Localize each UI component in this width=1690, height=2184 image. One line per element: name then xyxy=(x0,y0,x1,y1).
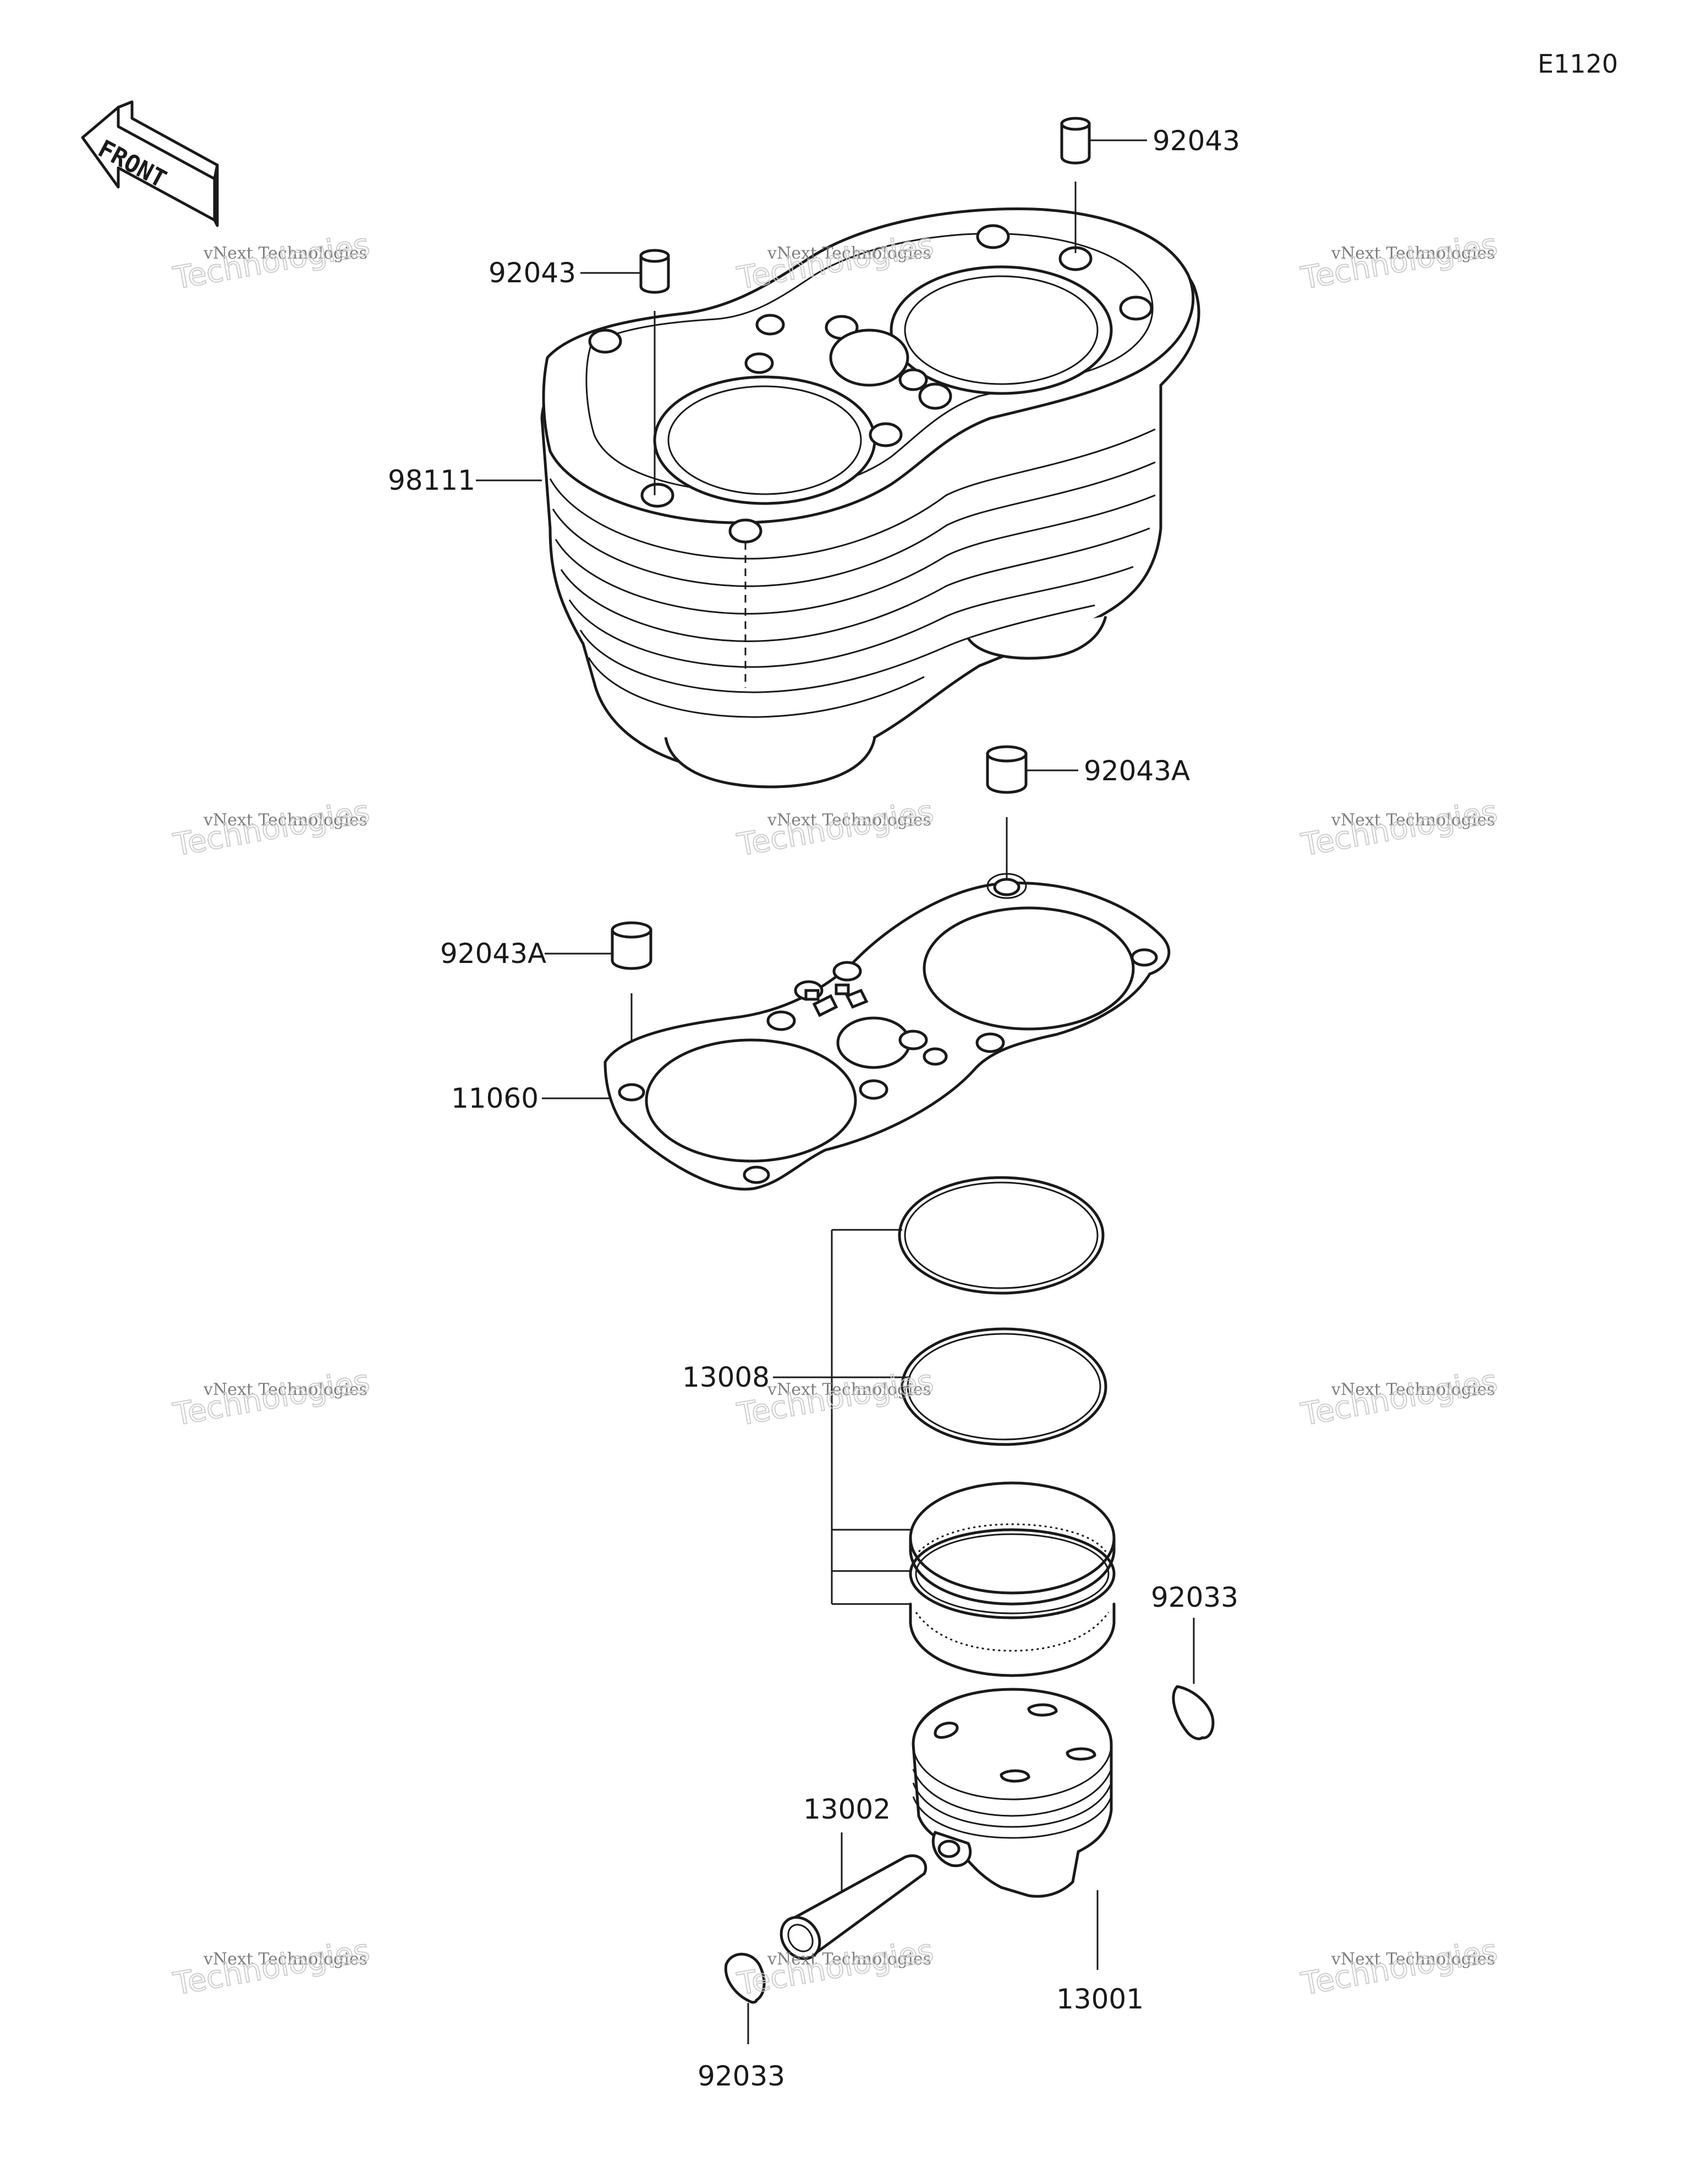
svg-text:Technologies: Technologies xyxy=(1298,227,1500,297)
part-label-92043-top-left: 92043 xyxy=(489,257,576,289)
svg-text:Technologies: Technologies xyxy=(734,1933,936,2002)
callout-92043A-right: 92043A xyxy=(1006,755,1190,886)
callout-92043A-left: 92043A xyxy=(440,938,633,1068)
watermark: vNext Technologies Technologies xyxy=(734,1932,937,2003)
svg-text:vNext Technologies: vNext Technologies xyxy=(767,811,931,830)
part-label-98111: 98111 xyxy=(388,464,475,496)
callout-11060: 11060 xyxy=(451,1082,611,1114)
callout-13002: 13002 xyxy=(803,1793,891,1893)
svg-text:Technologies: Technologies xyxy=(171,1363,372,1433)
dowel-pin-gasket-right[interactable] xyxy=(986,745,1028,794)
part-label-92043-top-right: 92043 xyxy=(1153,125,1240,157)
watermark: vNext Technologies Technologies xyxy=(1298,1362,1501,1433)
svg-text:vNext Technologies: vNext Technologies xyxy=(1331,1950,1495,1969)
svg-text:Technologies: Technologies xyxy=(171,793,372,863)
callout-13001: 13001 xyxy=(1056,1890,1144,2015)
svg-text:Technologies: Technologies xyxy=(1298,1933,1500,2002)
dowel-pin-top-right[interactable] xyxy=(1060,117,1091,165)
part-label-13001: 13001 xyxy=(1056,1983,1144,2015)
callout-13008: 13008 xyxy=(682,1229,910,1605)
svg-text:vNext Technologies: vNext Technologies xyxy=(203,811,367,830)
watermark: vNext Technologies Technologies xyxy=(170,793,373,864)
watermark: vNext Technologies Technologies xyxy=(1298,793,1501,864)
part-label-92043A-right: 92043A xyxy=(1084,755,1190,787)
part-label-13002: 13002 xyxy=(803,1793,891,1825)
watermark: vNext Technologies Technologies xyxy=(170,1362,373,1433)
front-label: FRONT xyxy=(94,135,171,194)
circlip-bottom[interactable] xyxy=(724,1952,766,2004)
piston-rings[interactable] xyxy=(898,1176,1116,1677)
piston[interactable] xyxy=(912,1688,1113,1898)
callout-92043-top-right: 92043 xyxy=(1074,125,1240,253)
svg-text:vNext Technologies: vNext Technologies xyxy=(767,1380,931,1399)
part-label-92043A-left: 92043A xyxy=(440,938,546,970)
front-arrow-icon: FRONT xyxy=(81,100,219,227)
callout-92033-right: 92033 xyxy=(1151,1581,1238,1684)
watermark: vNext Technologies Technologies xyxy=(1298,1932,1501,2003)
svg-text:vNext Technologies: vNext Technologies xyxy=(767,244,931,263)
svg-text:vNext Technologies: vNext Technologies xyxy=(203,1950,367,1969)
svg-text:vNext Technologies: vNext Technologies xyxy=(203,244,367,263)
part-label-92033-right: 92033 xyxy=(1151,1581,1238,1613)
cylinder-block[interactable] xyxy=(540,207,1200,789)
svg-text:vNext Technologies: vNext Technologies xyxy=(767,1950,931,1969)
callout-92033-bottom: 92033 xyxy=(698,2003,785,2092)
cylinder-gasket[interactable] xyxy=(603,873,1171,1191)
watermark: vNext Technologies Technologies xyxy=(734,793,937,864)
part-label-92033-bottom: 92033 xyxy=(698,2060,785,2092)
watermark: vNext Technologies Technologies xyxy=(170,226,373,297)
svg-text:Technologies: Technologies xyxy=(1298,1363,1500,1433)
svg-text:vNext Technologies: vNext Technologies xyxy=(203,1380,367,1399)
svg-text:vNext Technologies: vNext Technologies xyxy=(1331,1380,1495,1399)
svg-text:Technologies: Technologies xyxy=(734,793,936,863)
part-label-11060: 11060 xyxy=(451,1082,539,1114)
svg-text:Technologies: Technologies xyxy=(171,1933,372,2002)
diagram-code: E1120 xyxy=(1538,49,1618,79)
dowel-pin-top-left[interactable] xyxy=(639,249,670,294)
svg-text:vNext Technologies: vNext Technologies xyxy=(1331,811,1495,830)
callout-98111: 98111 xyxy=(388,464,542,496)
piston-pin[interactable] xyxy=(773,1854,927,1966)
dowel-pin-gasket-left[interactable] xyxy=(611,921,652,970)
callout-92043-top-left: 92043 xyxy=(489,257,656,495)
svg-text:Technologies: Technologies xyxy=(171,227,372,297)
svg-text:Technologies: Technologies xyxy=(1298,793,1500,863)
part-label-13008: 13008 xyxy=(682,1361,770,1393)
watermark: vNext Technologies Technologies xyxy=(1298,226,1501,297)
circlip-right[interactable] xyxy=(1172,1685,1215,1740)
watermark: vNext Technologies Technologies xyxy=(170,1932,373,2003)
svg-text:vNext Technologies: vNext Technologies xyxy=(1331,244,1495,263)
